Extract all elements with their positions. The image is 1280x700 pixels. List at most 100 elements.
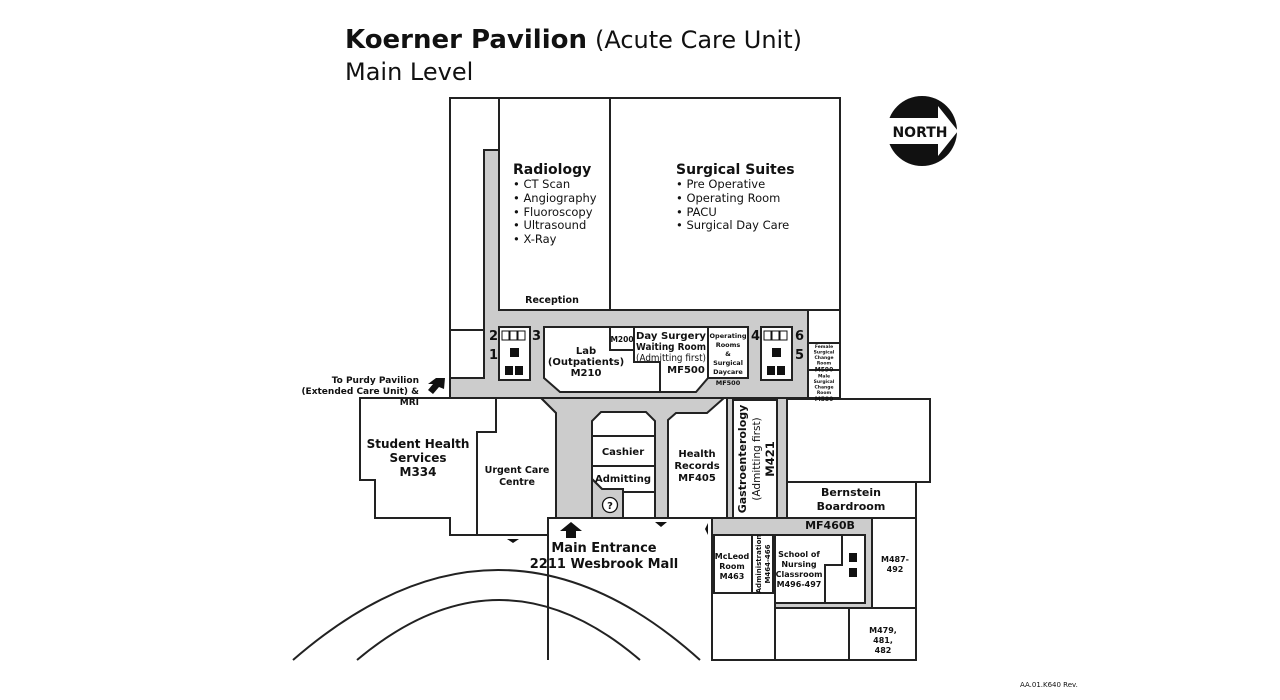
m479-label: M479, (869, 626, 897, 635)
elevator-number: 6 (795, 329, 804, 344)
student-health-label: Student Health (367, 437, 470, 451)
room-southeast-1 (711, 592, 776, 661)
level-subtitle: Main Level (345, 58, 473, 86)
administration-label: Administration (755, 535, 763, 594)
stairs-icon (510, 348, 519, 357)
lab-label: M210 (571, 368, 602, 379)
gastro-label: M421 (763, 441, 777, 476)
room-small-ne (807, 309, 841, 344)
elevator-icon (779, 330, 788, 341)
health-records-label: Health (678, 449, 715, 460)
door-icon (705, 523, 708, 535)
radiology-item: • Angiography (513, 191, 597, 205)
surgical-item: • PACU (676, 205, 717, 219)
m487-label: 492 (887, 565, 904, 574)
male-change-label: M580 (815, 396, 834, 403)
room-bernstein[interactable] (786, 481, 917, 519)
purdy-direction-label: To Purdy Pavilion (332, 376, 419, 386)
mcleod-label: Room (719, 562, 745, 571)
direction-arrow-icon (428, 378, 445, 394)
room-surgical-suites[interactable] (609, 97, 841, 311)
surgical-item: • Surgical Day Care (676, 218, 789, 232)
document-code: AA.01.K640 Rev. (1020, 681, 1078, 689)
purdy-direction-label: (Extended Care Unit) & (301, 387, 419, 397)
room-nursing-stairs (824, 534, 866, 604)
nursing-label: Nursing (781, 560, 817, 569)
surgical-title: Surgical Suites (676, 162, 795, 178)
elevator-icon (501, 330, 510, 341)
cashier-label: Cashier (602, 447, 644, 458)
m200-label: M200 (610, 335, 633, 344)
door-icon (507, 539, 519, 543)
urgent-care-label: Centre (499, 477, 535, 488)
page-title: Koerner Pavilion(Acute Care Unit) (345, 25, 802, 55)
admitting-label: Admitting (595, 474, 651, 485)
room-m479-482[interactable] (848, 607, 917, 661)
door-icon (655, 522, 667, 527)
day-surgery-label: Waiting Room (636, 342, 706, 353)
washroom-icon (767, 366, 775, 375)
entrance-address: 2211 Wesbrook Mall (530, 557, 679, 572)
female-change-label: M590 (815, 367, 834, 374)
washroom-icon (777, 366, 785, 375)
information-icon (601, 496, 619, 514)
room-mcleod[interactable] (713, 534, 753, 594)
washroom-icon (515, 366, 523, 375)
or-label: Surgical (713, 359, 743, 367)
room-cashier[interactable] (591, 435, 656, 467)
gastro-label: Gastroenterology (736, 405, 749, 514)
day-surgery-label: Day Surgery (636, 331, 706, 342)
room-radiology[interactable] (498, 97, 611, 311)
female-change-label: Female (815, 344, 833, 350)
nursing-label: M496-497 (777, 580, 822, 589)
elevator-icon (771, 330, 780, 341)
elevator-number: 4 (751, 329, 760, 344)
lab-label: (Outpatients) (548, 357, 624, 368)
elevator-icon (517, 330, 526, 341)
administration-label: M464-466 (764, 544, 772, 583)
elevator-block-west (498, 326, 531, 381)
room-operating-rooms[interactable] (707, 326, 749, 379)
radiology-item: • Ultrasound (513, 218, 586, 232)
gastro-label: (Admitting first) (751, 417, 763, 500)
mcleod-label: McLeod (715, 552, 750, 561)
radiology-item: • X-Ray (513, 232, 557, 246)
day-surgery-label: MF500 (667, 365, 705, 376)
m479-label: 482 (875, 646, 892, 655)
or-label: Daycare (713, 368, 743, 376)
reception-label: Reception (525, 295, 579, 306)
purdy-direction-label: MRI (400, 398, 419, 408)
main-entrance-area (547, 517, 713, 660)
or-label: Operating (710, 332, 747, 340)
surgical-item: • Pre Operative (676, 177, 765, 191)
bernstein-label: Bernstein (821, 486, 881, 499)
elevator-block-east (760, 326, 793, 381)
main-entrance-label[interactable]: Main Entrance (551, 541, 656, 556)
washroom-icon (505, 366, 513, 375)
student-health-label: M334 (400, 465, 437, 479)
information-symbol: ? (607, 501, 613, 512)
elevator-number: 2 (489, 329, 498, 344)
health-records-label: Records (674, 461, 719, 472)
male-change-label: Male (818, 374, 830, 380)
room-female-change[interactable] (807, 342, 841, 371)
radiology-item: • Fluoroscopy (513, 205, 593, 219)
bernstein-label: Boardroom (817, 500, 886, 513)
stairs-icon (772, 348, 781, 357)
radiology-item: • CT Scan (513, 177, 570, 191)
radiology-title: Radiology (513, 162, 591, 178)
nursing-label: School of (778, 550, 820, 559)
room-urgent-care[interactable] (476, 397, 557, 536)
elevator-icon (509, 330, 518, 341)
elevator-icon (763, 330, 772, 341)
elevator-number: 1 (489, 348, 498, 363)
bernstein-label: MF460B (805, 519, 855, 532)
m487-label: M487- (881, 555, 909, 564)
elevator-number: 5 (795, 348, 804, 363)
or-label: MF500 (716, 379, 741, 387)
driveway-inner-curve (356, 599, 641, 661)
entrance-arrow-icon (560, 522, 582, 538)
north-label: NORTH (892, 125, 947, 141)
elevator-number: 3 (532, 329, 541, 344)
